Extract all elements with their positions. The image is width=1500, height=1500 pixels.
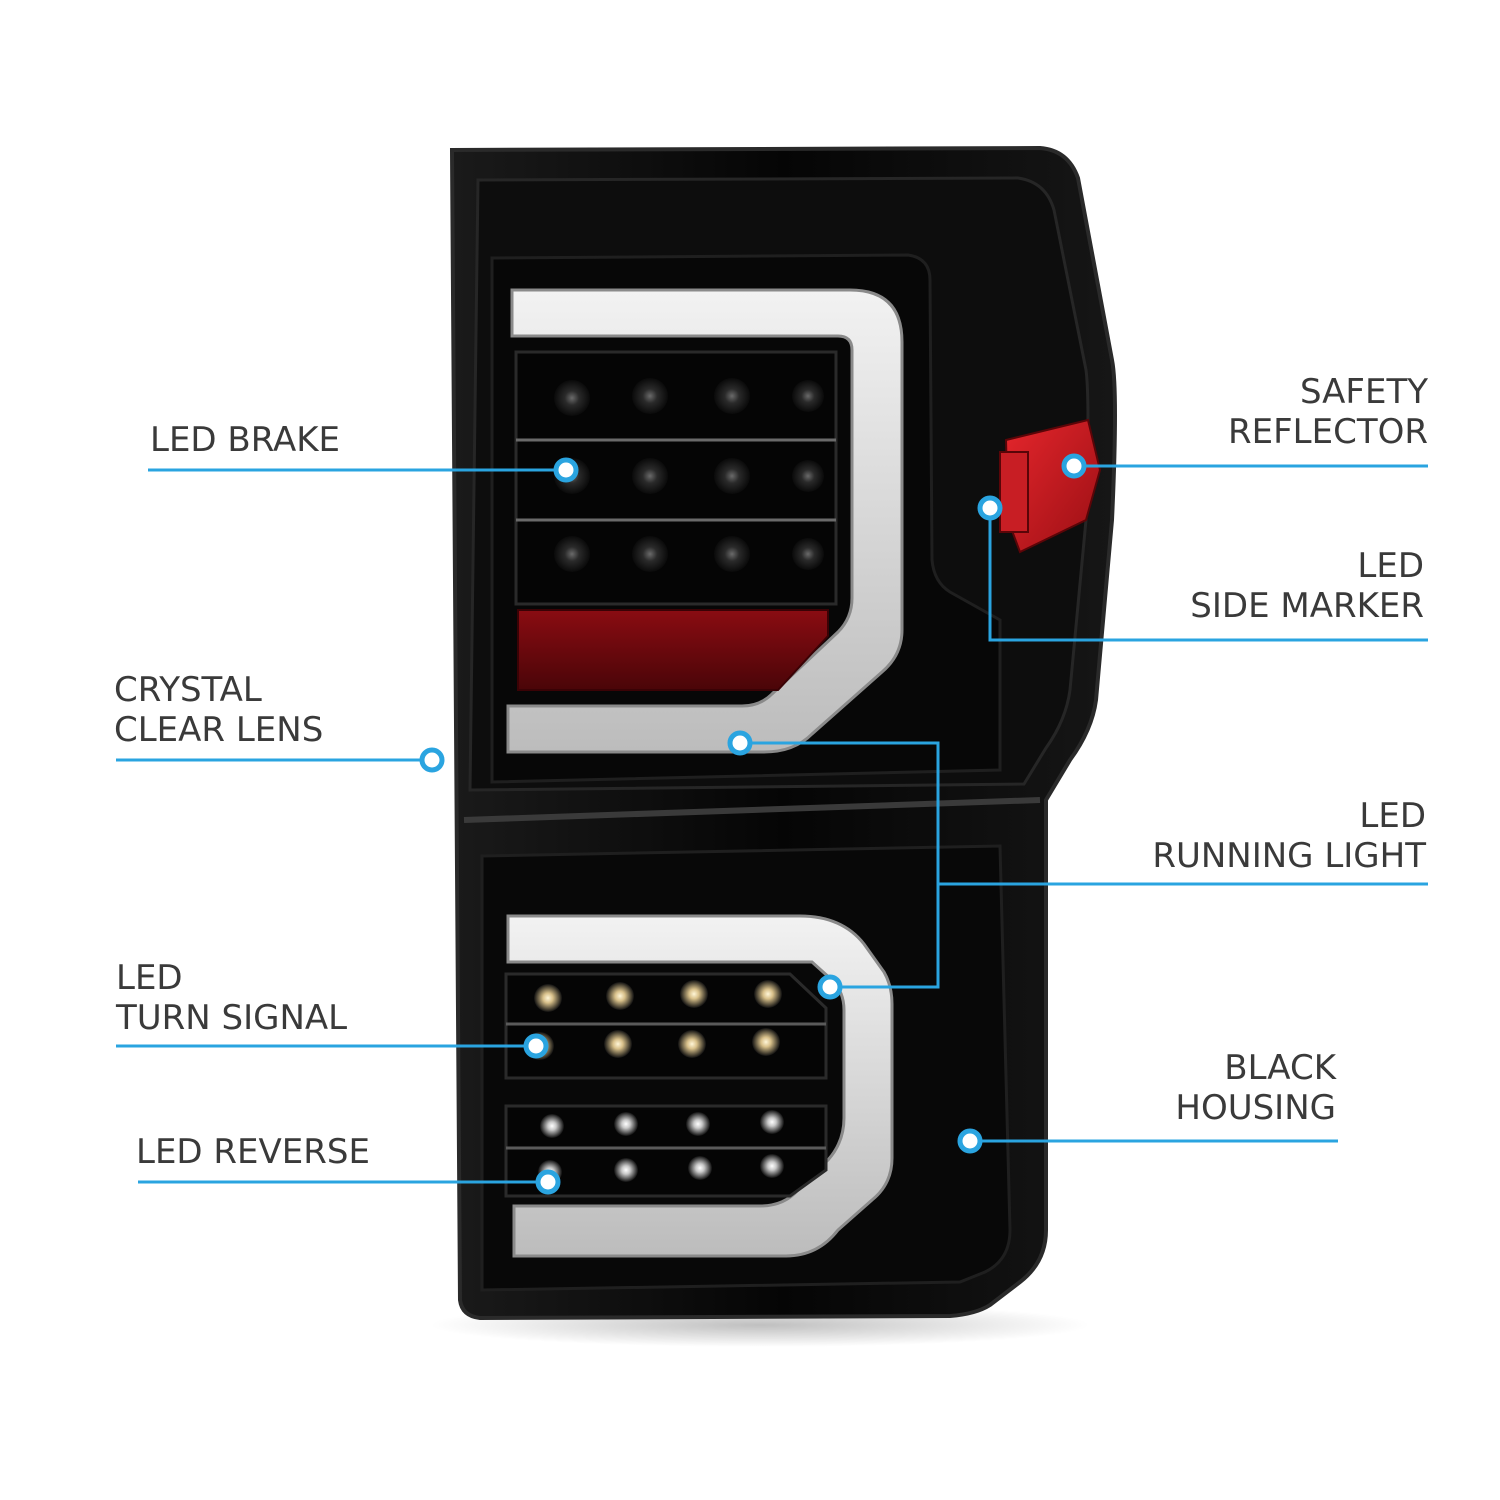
callout-dots <box>419 453 1087 1195</box>
dot-running-light-upper <box>727 730 753 756</box>
dot-running-light-lower <box>817 974 843 1000</box>
label-safety-reflector: SAFETY REFLECTOR <box>1228 372 1428 452</box>
turn-leds <box>526 980 782 1060</box>
label-line: HOUSING <box>1175 1088 1336 1128</box>
label-line: SIDE MARKER <box>1190 586 1424 626</box>
label-line: LED <box>1359 796 1426 836</box>
dot-black-housing <box>957 1128 983 1154</box>
label-line: CLEAR LENS <box>114 710 324 750</box>
label-line: LED REVERSE <box>136 1132 370 1172</box>
housing-seam <box>463 797 1041 823</box>
label-line: RUNNING LIGHT <box>1152 836 1426 876</box>
reverse-leds <box>538 1110 784 1184</box>
label-black-housing: BLACK HOUSING <box>1175 1048 1336 1128</box>
label-led-turn-signal: LED TURN SIGNAL <box>116 958 347 1038</box>
label-line: LED BRAKE <box>150 420 341 460</box>
turn-led-panel <box>504 972 828 1080</box>
label-line: TURN SIGNAL <box>116 998 348 1038</box>
dot-led-side-marker <box>977 495 1003 521</box>
label-line: LED <box>1357 546 1424 586</box>
side-marker <box>999 451 1029 533</box>
red-lens-strip <box>517 609 829 691</box>
label-led-running-light: LED RUNNING LIGHT <box>1152 796 1426 876</box>
label-led-side-marker: LED SIDE MARKER <box>1190 546 1424 626</box>
label-line: REFLECTOR <box>1228 412 1428 452</box>
upper-light-bar <box>506 288 904 754</box>
label-line: LED <box>116 958 183 998</box>
dot-led-brake <box>553 457 579 483</box>
lower-light-bar <box>506 914 894 1258</box>
label-line: SAFETY <box>1299 372 1428 412</box>
dot-crystal-clear-lens <box>419 747 445 773</box>
dot-safety-reflector <box>1061 453 1087 479</box>
label-line: BLACK <box>1224 1048 1336 1088</box>
dot-led-reverse <box>535 1169 561 1195</box>
label-line: CRYSTAL <box>114 670 262 710</box>
dot-led-turn-signal <box>523 1033 549 1059</box>
label-led-brake: LED BRAKE <box>150 420 340 460</box>
label-crystal-clear-lens: CRYSTAL CLEAR LENS <box>114 670 323 750</box>
callout-lines <box>116 464 1428 1184</box>
label-led-reverse: LED REVERSE <box>136 1132 370 1172</box>
